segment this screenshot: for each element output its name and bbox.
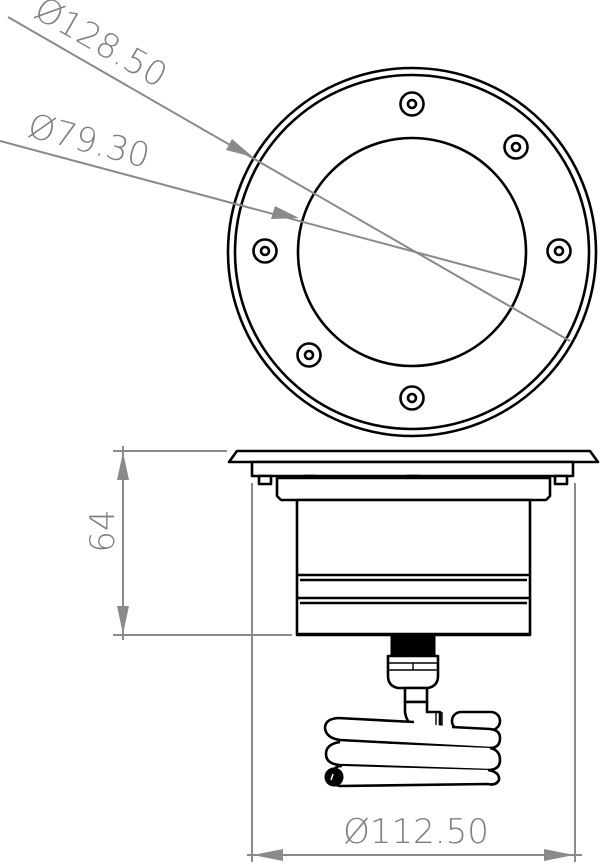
outer-diameter-dimension: Ø128.50: [7, 0, 571, 342]
arrowhead-right-icon: [544, 849, 574, 861]
outer-diameter-label: Ø128.50: [28, 0, 174, 96]
top-flange: [227, 449, 600, 464]
gland-neck: [403, 686, 429, 704]
base-diameter-label: Ø112.50: [343, 812, 489, 852]
coiled-cable: [323, 700, 502, 788]
lens-circle: [296, 136, 528, 368]
screw-hole-icon: [503, 134, 529, 160]
top-view: Ø128.50 Ø79.30: [0, 0, 598, 438]
inner-diameter-dimension: Ø79.30: [0, 106, 521, 281]
screw-hole-icon: [296, 342, 322, 368]
collar: [275, 476, 552, 502]
screw-hole-icon: [546, 238, 572, 264]
gland-nut: [386, 654, 440, 690]
arrowhead-up-icon: [117, 452, 129, 480]
mounting-tab: [553, 474, 569, 486]
housing-body: [295, 498, 532, 637]
outer-rim-inner-circle: [233, 73, 591, 431]
cable-cut-end: [324, 767, 344, 787]
arrowhead-down-icon: [117, 606, 129, 634]
screw-holes: [252, 91, 572, 411]
base-diameter-dimension: Ø112.50: [247, 483, 582, 862]
under-flange-band: [250, 460, 575, 478]
cable-loop: [323, 716, 502, 750]
mounting-tab: [257, 474, 273, 486]
cable-gland: [386, 635, 440, 704]
cable-loop: [324, 740, 502, 772]
height-dimension: 64: [83, 446, 292, 640]
inner-diameter-label: Ø79.30: [24, 106, 154, 177]
arrowhead-left-icon: [253, 849, 283, 861]
outer-rim-outer-circle: [226, 66, 598, 438]
side-view: 64 Ø112.50: [83, 446, 600, 862]
height-label: 64: [83, 509, 123, 552]
screw-hole-icon: [399, 91, 425, 117]
screw-hole-icon: [399, 385, 425, 411]
screw-hole-icon: [252, 238, 278, 264]
gland-thread: [390, 635, 436, 657]
arrowhead-icon: [226, 139, 253, 157]
arrowhead-icon: [271, 206, 299, 219]
